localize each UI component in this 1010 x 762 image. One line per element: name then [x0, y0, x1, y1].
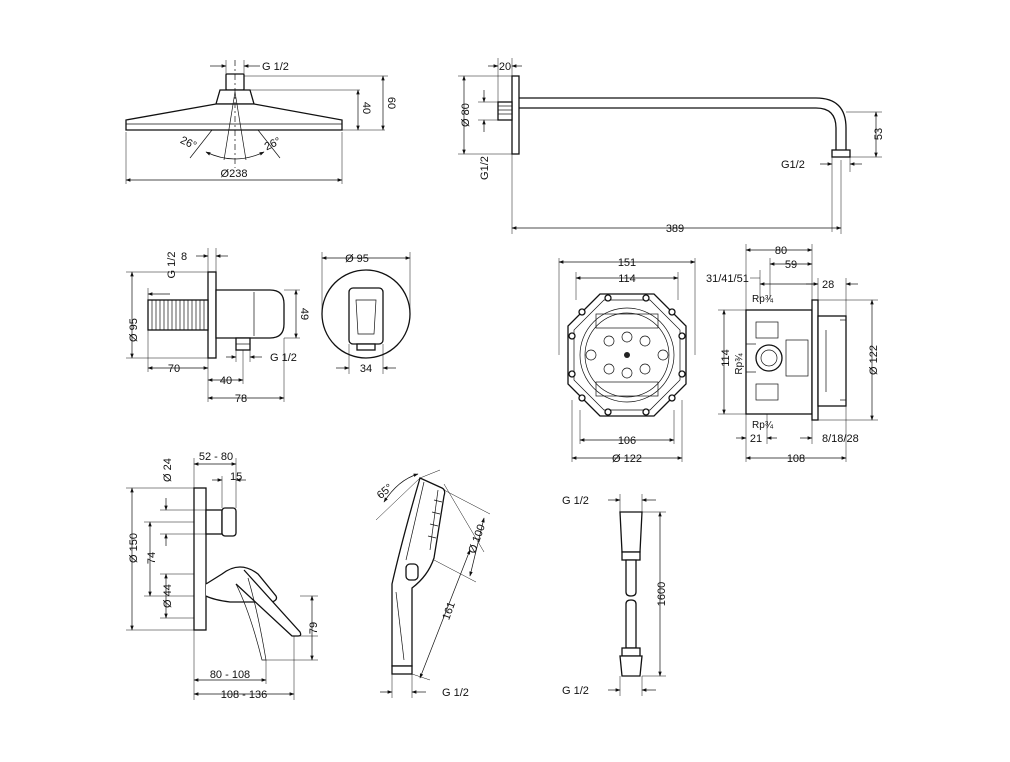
- shower-hose-view: G 1/2 1600 G 1/2: [562, 494, 668, 697]
- installation-box-side-view: 80 59 31/41/51 28 Rp¾ Rp¾ Rp¾ 114 Ø 122 …: [706, 244, 880, 465]
- dimension-lines: [125, 60, 388, 184]
- wo-8-label: 8: [181, 251, 187, 263]
- hand-shower-view: 65° Ø 100 161 G 1/2: [375, 469, 491, 699]
- installation-box-body: [567, 293, 687, 417]
- bs-114-label: 114: [720, 349, 732, 367]
- head-angle-right-label: 26°: [263, 135, 283, 153]
- dimension-lines: [126, 248, 300, 402]
- wo-70-label: 70: [168, 363, 180, 375]
- arm-thread-left-label: G1/2: [479, 156, 491, 180]
- hs-161-label: 161: [440, 600, 458, 621]
- mx-d44-label: Ø 44: [162, 584, 174, 608]
- bs-59-label: 59: [785, 259, 797, 271]
- wall-outlet-body: [147, 271, 285, 359]
- shower-arm-body: [497, 75, 851, 158]
- mx-d24-label: Ø 24: [162, 458, 174, 482]
- bs-rp-mid-label: Rp¾: [734, 353, 745, 375]
- wo-78-label: 78: [235, 393, 247, 405]
- wall-outlet-front-body: [321, 269, 411, 359]
- hs-65-label: 65°: [375, 482, 395, 502]
- overhead-shower-view: G 1/2 40 60 26° 26° Ø238: [125, 60, 397, 184]
- dimension-lines: [126, 458, 318, 700]
- shower-arm-view: 20 Ø 80 G1/2 G1/2 53 389: [458, 58, 885, 235]
- dimension-lines: [558, 258, 696, 462]
- mx-80108-label: 80 - 108: [210, 669, 250, 681]
- wo-thread-top-label: G 1/2: [166, 252, 178, 279]
- box-106-label: 106: [618, 435, 636, 447]
- arm-20-label: 20: [499, 61, 511, 73]
- wo-d95-label: Ø 95: [128, 318, 140, 342]
- bs-81828-label: 8/18/28: [822, 433, 859, 445]
- box-d122-label: Ø 122: [612, 453, 642, 465]
- mx-d150-label: Ø 150: [128, 533, 140, 563]
- head-height-40-label: 40: [360, 102, 372, 114]
- mx-108136-label: 108 - 136: [221, 689, 267, 701]
- arm-53-label: 53: [873, 128, 885, 140]
- mx-74-label: 74: [146, 552, 158, 564]
- overhead-shower-body: [125, 60, 343, 168]
- arm-thread-right-label: G1/2: [781, 159, 805, 171]
- head-diameter-label: Ø238: [221, 168, 248, 180]
- mixer-side-view: Ø 24 52 - 80 15 Ø 150 74 Ø 44 79 80 - 10…: [126, 451, 320, 701]
- bs-21-label: 21: [750, 433, 762, 445]
- bs-rp-bot-label: Rp¾: [752, 420, 774, 431]
- wall-outlet-side-view: G 1/2 8 Ø 95 49 70 40 G 1/2 78: [126, 248, 310, 405]
- bs-28-label: 28: [822, 279, 834, 291]
- wo-40-label: 40: [220, 375, 232, 387]
- hose-thread-bottom-label: G 1/2: [562, 685, 589, 697]
- bs-d122-label: Ø 122: [868, 345, 880, 375]
- box-151-label: 151: [618, 257, 636, 269]
- wof-34-label: 34: [360, 363, 372, 375]
- mx-15-label: 15: [230, 471, 242, 483]
- arm-d80-label: Ø 80: [460, 103, 472, 127]
- hs-thread-label: G 1/2: [442, 687, 469, 699]
- mx-5280-label: 52 - 80: [199, 451, 233, 463]
- dimension-lines: [321, 252, 411, 374]
- wall-outlet-front-view: Ø 95 34: [321, 252, 411, 375]
- installation-box-front-view: 151 114 106 Ø 122: [558, 257, 696, 465]
- shower-hose-body: [619, 511, 643, 677]
- wof-d95-label: Ø 95: [345, 253, 369, 265]
- box-114-label: 114: [618, 273, 636, 285]
- mixer-body: [193, 487, 302, 661]
- arm-389-label: 389: [666, 223, 684, 235]
- bs-rp-top-label: Rp¾: [752, 294, 774, 305]
- dimension-lines: [718, 244, 878, 462]
- bs-314151-label: 31/41/51: [706, 273, 749, 285]
- mx-79-label: 79: [308, 622, 320, 634]
- head-angle-left-label: 26°: [178, 134, 198, 152]
- hose-1600-label: 1600: [656, 582, 668, 606]
- hand-shower-body: [391, 477, 446, 675]
- dimension-lines: [458, 58, 882, 234]
- hose-thread-top-label: G 1/2: [562, 495, 589, 507]
- bs-80-label: 80: [775, 245, 787, 257]
- installation-box-side-body: [745, 299, 847, 421]
- bs-108-label: 108: [787, 453, 805, 465]
- dimension-lines: [375, 469, 491, 698]
- head-height-60-label: 60: [385, 97, 397, 109]
- dimension-lines: [608, 494, 666, 696]
- head-thread-label: G 1/2: [262, 61, 289, 73]
- wo-49-label: 49: [298, 308, 310, 320]
- wo-thread-bottom-label: G 1/2: [270, 352, 297, 364]
